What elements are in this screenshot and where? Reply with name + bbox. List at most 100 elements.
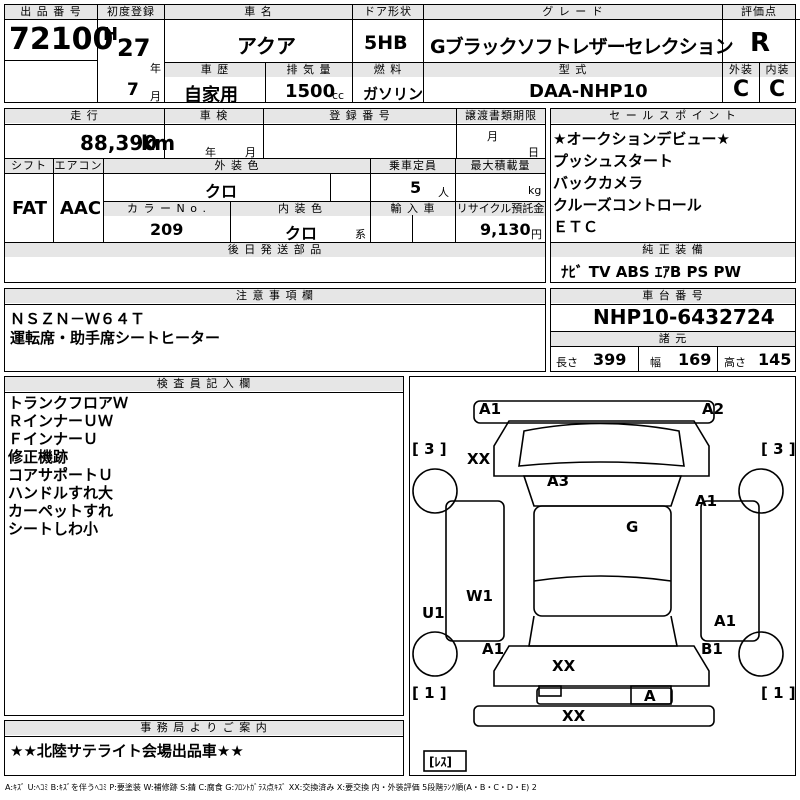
ext-color-label: 外 装 色 [104,159,370,173]
inspector-item: ＦインナーＵ [8,430,99,448]
first-reg-label: 初度登録 [98,5,164,19]
damage-mark: A1 [695,492,717,510]
history: 自家用 [184,85,238,106]
width-label: 幅 [650,356,661,369]
model: DAA-NHP10 [529,81,648,102]
int-color-unit: 系 [355,228,366,241]
capacity-label: 乗車定員 [371,159,455,173]
parts-label: 後 日 発 送 部 品 [5,243,545,257]
transfer-label: 譲渡書類期限 [457,109,545,123]
inspector-block [4,376,404,716]
less-label: [ﾚｽ] [429,755,452,769]
inspection-label: 車 検 [165,109,263,123]
car-outline [412,400,784,772]
office-block [4,720,404,776]
inspector-item: ハンドルすれ大 [8,484,114,502]
fuel: ガソリン [363,85,424,103]
mileage-unit: km [141,131,176,155]
sales-point-item: プッシュスタート [553,152,674,170]
inspector-item: トランクフロアＷ [8,394,129,412]
reg-no-label: 登 録 番 号 [264,109,456,123]
displacement: 1500 [285,81,336,102]
inspector-label: 検 査 員 記 入 欄 [5,377,403,391]
vehicle-details-block [4,108,546,283]
damage-mark: G [626,518,638,536]
recycle: 9,130 [480,220,531,239]
exterior-label: 外装 [723,63,759,77]
recycle-unit: 円 [531,228,542,241]
notes-line: 運転席・助手席シートヒーター [10,329,221,347]
transfer-day-unit: 日 [528,146,539,159]
int-color: クロ [285,224,318,243]
length: 399 [593,350,627,369]
equipment-label: 純 正 装 備 [551,243,795,257]
car-name-label: 車 名 [165,5,352,19]
color-no-label: カ ラ ー N o . [104,202,230,216]
load-label: 最大積載量 [456,159,545,173]
load-unit: kg [528,184,542,197]
equipment-items: ﾅﾋﾞ TV ABS ｴｱB PS PW [561,263,742,281]
damage-mark: XX [467,450,491,468]
damage-mark: [ 1 ] [412,684,447,702]
lot-number: 72100 [9,22,114,57]
reg-year: 27 [117,34,151,62]
inspector-item: カーペットすれ [8,502,114,520]
shift-label: シフト [5,159,53,173]
capacity: 5 [410,178,422,197]
transfer-month-unit: 月 [487,130,498,143]
damage-mark: A3 [547,472,569,490]
sales-point-item: バックカメラ [553,174,644,192]
month-unit: 月 [150,90,161,103]
damage-mark: [ 3 ] [412,440,447,458]
exterior-grade: C [733,77,750,102]
damage-mark: XX [552,657,576,675]
damage-mark: B1 [701,640,723,658]
era: H [103,24,119,45]
lot-label: 出 品 番 号 [5,5,97,19]
damage-marks: A1 A2 [ 3 ] [ 3 ] XX A3 A1 G W1 U1 A1 A1… [412,400,796,769]
score: R [750,28,771,58]
inspector-item: コアサポートＵ [8,466,114,484]
sales-points-list: ★オークションデビュー★ プッシュスタート バックカメラ クルーズコントロール … [553,128,730,238]
damage-mark: A [644,687,656,705]
specs-label: 諸 元 [551,332,795,346]
reg-month: 7 [127,80,139,100]
mileage-label: 走 行 [5,109,164,123]
interior-label: 内装 [760,63,795,77]
damage-mark: U1 [422,604,445,622]
shift: FAT [12,198,48,219]
inspector-item: 修正機跡 [8,448,69,466]
mileage: 88,390 [80,131,158,155]
office-label: 事 務 局 よ り ご 案 内 [5,721,403,735]
car-name: アクア [237,34,296,58]
height-label: 高さ [724,356,746,369]
damage-mark: A1 [482,640,504,658]
office-message: ★★北陸サテライト会場出品車★★ [10,742,244,760]
doors: 5HB [364,32,408,54]
car-diagram: A1 A2 [ 3 ] [ 3 ] XX A3 A1 G W1 U1 A1 A1… [412,400,796,772]
sales-point-item: クルーズコントロール [553,196,702,214]
inspector-list: トランクフロアＷ ＲインナーＵＷ ＦインナーＵ 修正機跡 コアサポートＵ ハンド… [8,394,128,538]
ext-color: クロ [205,182,238,201]
ac-label: エアコン [54,159,103,173]
capacity-unit: 人 [438,186,449,199]
chassis-label: 車 台 番 号 [551,289,795,303]
history-label: 車 歴 [165,63,265,77]
displacement-label: 排 気 量 [266,63,352,77]
notes-block [4,288,546,372]
model-label: 型 式 [424,63,722,77]
import-label: 輸 入 車 [371,202,455,216]
header-block [4,4,796,103]
sales-points-label: セ ー ル ス ポ イ ン ト [551,109,795,123]
diagram-block [409,376,796,776]
damage-mark: [ 3 ] [761,440,796,458]
damage-mark: XX [562,707,586,725]
fuel-label: 燃 料 [353,63,423,77]
year-unit: 年 [150,62,161,75]
sales-point-item: ★オークションデビュー★ [553,130,730,148]
color-no: 209 [150,220,184,239]
length-label: 長さ [556,356,578,369]
chassis-block [550,288,796,372]
int-color-label: 内 装 色 [231,202,370,216]
legend: A:ｷｽﾞ U:ﾍｺﾐ B:ｷｽﾞを伴うﾍｺﾐ P:要塗装 W:補修跡 S:錆 … [5,783,537,792]
